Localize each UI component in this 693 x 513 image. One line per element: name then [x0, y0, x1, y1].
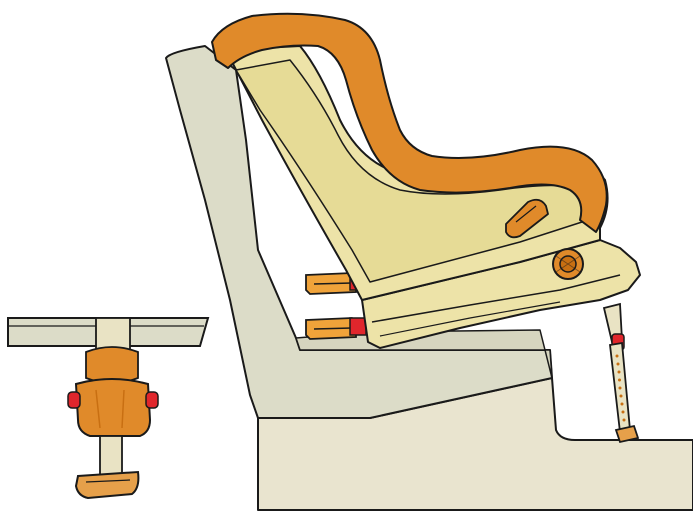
adjustment-knob	[553, 249, 583, 279]
support-leg-detail	[8, 318, 208, 498]
support-leg	[604, 304, 638, 442]
